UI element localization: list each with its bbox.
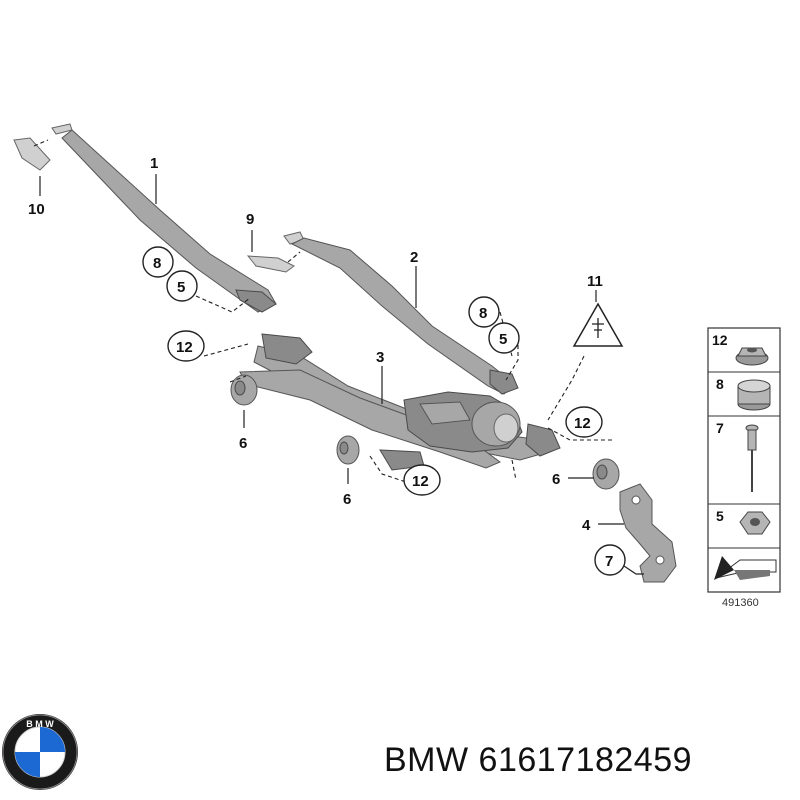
bmw-logo: B M W xyxy=(2,714,78,790)
callout-10: 10 xyxy=(28,201,45,218)
callout-7: 7 xyxy=(605,553,613,570)
callout-12-right: 12 xyxy=(574,415,591,432)
legend-label-7: 7 xyxy=(716,420,724,436)
diagram-number: 491360 xyxy=(722,597,759,609)
callout-rings xyxy=(142,246,626,576)
callout-5-right: 5 xyxy=(499,331,507,348)
part-6-grommet-left xyxy=(230,374,258,406)
part-10-arm-cover xyxy=(13,137,51,171)
legend-label-12: 12 xyxy=(712,332,728,348)
callout-8-right: 8 xyxy=(479,305,487,322)
rivet-icon xyxy=(745,424,759,492)
callout-4: 4 xyxy=(582,517,591,534)
part-4-bracket xyxy=(619,483,677,583)
flange-nut-icon xyxy=(735,347,769,366)
callout-3: 3 xyxy=(376,349,384,366)
svg-text:B M W: B M W xyxy=(26,719,54,729)
leader-lines xyxy=(39,174,644,575)
hex-nut-icon xyxy=(739,511,771,535)
callout-labels: 1 10 9 2 8 5 8 5 11 12 3 6 12 12 6 6 4 7 xyxy=(28,155,613,570)
callout-1: 1 xyxy=(150,155,158,172)
part-2-wiper-arm-right xyxy=(283,231,519,395)
direction-arrow-icon xyxy=(714,556,777,580)
part-6-grommet-center xyxy=(336,435,360,465)
callout-6-center: 6 xyxy=(343,491,351,508)
wiper-motor xyxy=(403,391,523,453)
legend-label-5: 5 xyxy=(716,508,724,524)
callout-12-center: 12 xyxy=(412,473,429,490)
part-1-wiper-arm-left xyxy=(51,123,277,313)
legend-label-8: 8 xyxy=(716,376,724,392)
callout-8-left: 8 xyxy=(153,255,161,272)
callout-2: 2 xyxy=(410,249,418,266)
callout-9: 9 xyxy=(246,211,254,228)
part-9-arm-cover xyxy=(246,251,301,273)
part-number-caption: BMW 61617182459 xyxy=(384,741,693,779)
cap-icon xyxy=(737,379,771,411)
part-11-warning-label-icon xyxy=(572,302,624,347)
callout-6-right: 6 xyxy=(552,471,560,488)
callout-12-left: 12 xyxy=(176,339,193,356)
callout-11: 11 xyxy=(587,273,603,290)
part-6-grommet-right xyxy=(592,458,620,490)
callout-6-left: 6 xyxy=(239,435,247,452)
callout-5-left: 5 xyxy=(177,279,185,296)
parts-legend: 12 8 7 5 xyxy=(707,327,781,593)
